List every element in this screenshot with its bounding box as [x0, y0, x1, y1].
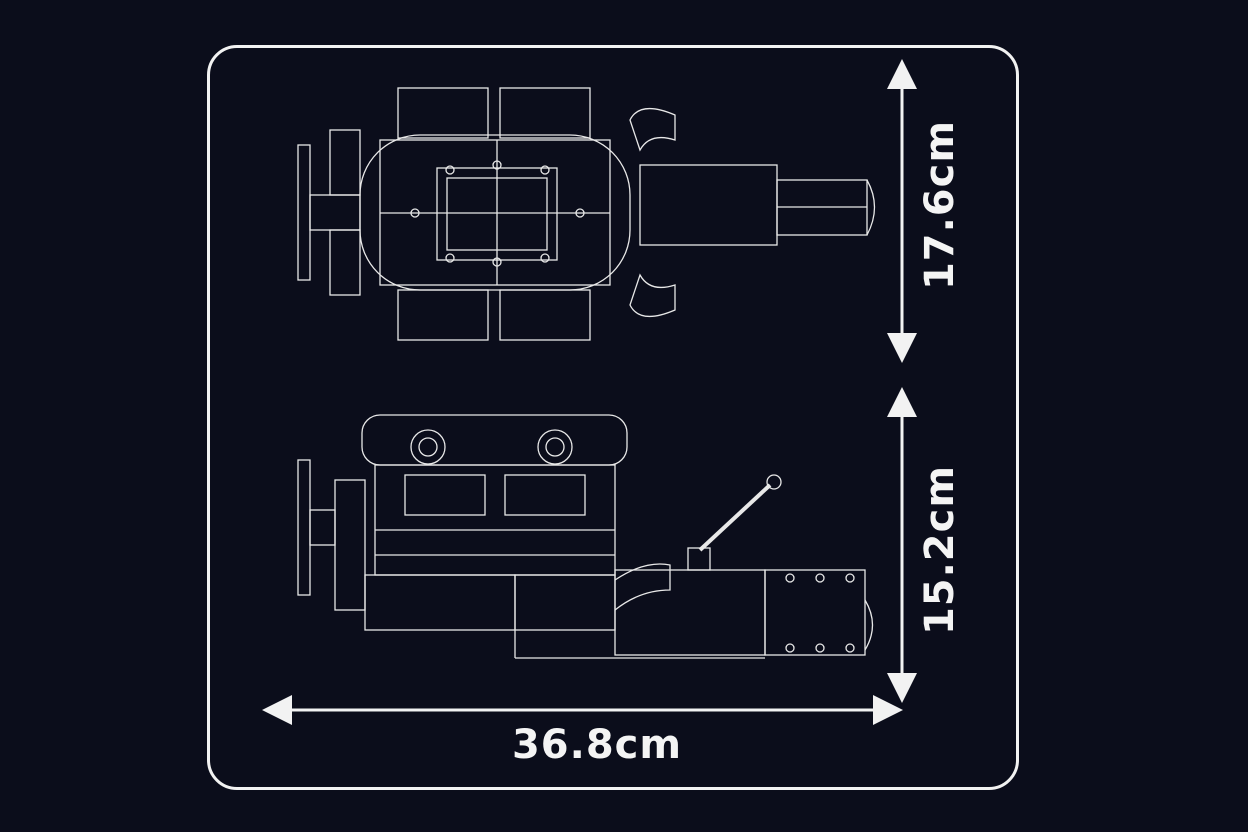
engine-side-view	[297, 414, 874, 659]
diagram-frame	[207, 45, 1019, 790]
side-view-height-label: 15.2cm	[917, 464, 963, 636]
engine-top-view	[297, 87, 876, 341]
top-view-height-label: 17.6cm	[917, 119, 963, 291]
width-dimension-label: 36.8cm	[511, 722, 683, 768]
